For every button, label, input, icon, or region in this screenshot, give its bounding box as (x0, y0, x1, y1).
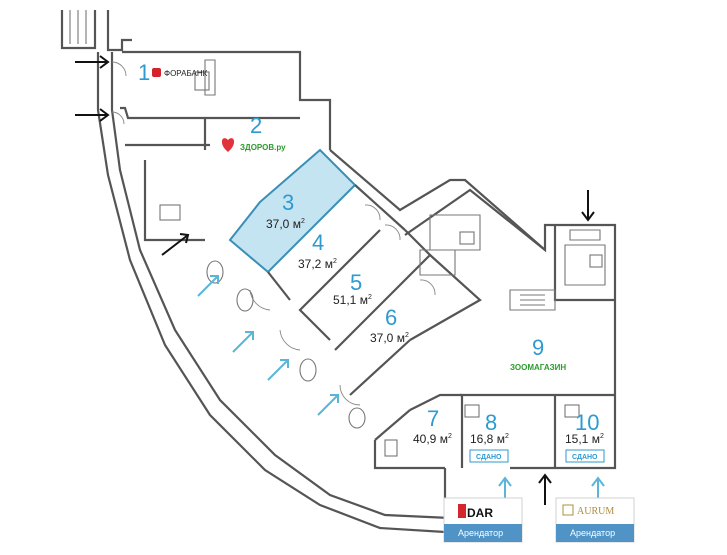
unit-8-area: 16,8 м (470, 432, 505, 446)
svg-text:AURUM: AURUM (577, 506, 614, 517)
unit-10-number: 10 (575, 410, 599, 435)
unit-4-number: 4 (312, 230, 324, 255)
sold-badge-10: СДАНО (565, 449, 605, 463)
unit-numbers: 1 2 3 4 5 6 7 8 9 10 (138, 60, 599, 435)
zdorov-logo: ЗДОРОВ.ру (221, 138, 286, 152)
unit-3-highlight[interactable] (228, 148, 357, 274)
unit-9-number: 9 (532, 335, 544, 360)
tenant-card-aurum: AURUM Арендатор (555, 497, 635, 543)
forabank-logo: ФОРАБАНК (152, 68, 208, 78)
unit-2-number: 2 (250, 113, 262, 138)
unit-5-number: 5 (350, 270, 362, 295)
svg-text:Арендатор: Арендатор (458, 528, 503, 538)
unit-6-number: 6 (385, 305, 397, 330)
unit-1-number: 1 (138, 60, 150, 85)
unit-4-area: 37,2 м (298, 257, 333, 271)
svg-text:37,2 м2: 37,2 м2 (298, 257, 337, 271)
unit-areas: 37,0 м2 37,2 м2 51,1 м2 37,0 м2 40,9 м2 … (266, 217, 604, 446)
svg-text:40,9 м2: 40,9 м2 (413, 432, 452, 446)
unit-3-area: 37,0 м (266, 217, 301, 231)
aurum-logo: AURUM (562, 504, 614, 517)
unit-7-number: 7 (427, 406, 439, 431)
tenant-card-ndar: DAR Арендатор (443, 497, 523, 543)
svg-text:16,8 м2: 16,8 м2 (470, 432, 509, 446)
svg-text:СДАНО: СДАНО (572, 454, 598, 461)
zoomagazin-label: ЗООМАГАЗИН (510, 363, 566, 372)
svg-text:51,1 м2: 51,1 м2 (333, 293, 372, 307)
ndar-logo: DAR (458, 504, 493, 520)
unit-5-area: 51,1 м (333, 293, 368, 307)
unit-6-area: 37,0 м (370, 331, 405, 345)
entrance-arrow-cyan (197, 275, 605, 500)
unit-7-area: 40,9 м (413, 432, 448, 446)
unit-3-number: 3 (282, 190, 294, 215)
svg-text:ФОРАБАНК: ФОРАБАНК (164, 69, 208, 78)
svg-text:Арендатор: Арендатор (570, 528, 615, 538)
entrance-arrow-black (75, 55, 595, 505)
svg-text:ЗДОРОВ.ру: ЗДОРОВ.ру (240, 143, 286, 152)
svg-text:37,0 м2: 37,0 м2 (370, 331, 409, 345)
unit-10-area: 15,1 м (565, 432, 600, 446)
svg-text:СДАНО: СДАНО (476, 454, 502, 461)
interior-walls (120, 59, 615, 470)
heart-icon (221, 138, 235, 152)
svg-text:15,1 м2: 15,1 м2 (565, 432, 604, 446)
svg-text:37,0 м2: 37,0 м2 (266, 217, 305, 231)
sold-badge-8: СДАНО (469, 449, 509, 463)
svg-text:DAR: DAR (467, 506, 493, 520)
top-left-structure (60, 10, 132, 52)
doors-fixtures (111, 61, 603, 457)
unit-8-number: 8 (485, 410, 497, 435)
